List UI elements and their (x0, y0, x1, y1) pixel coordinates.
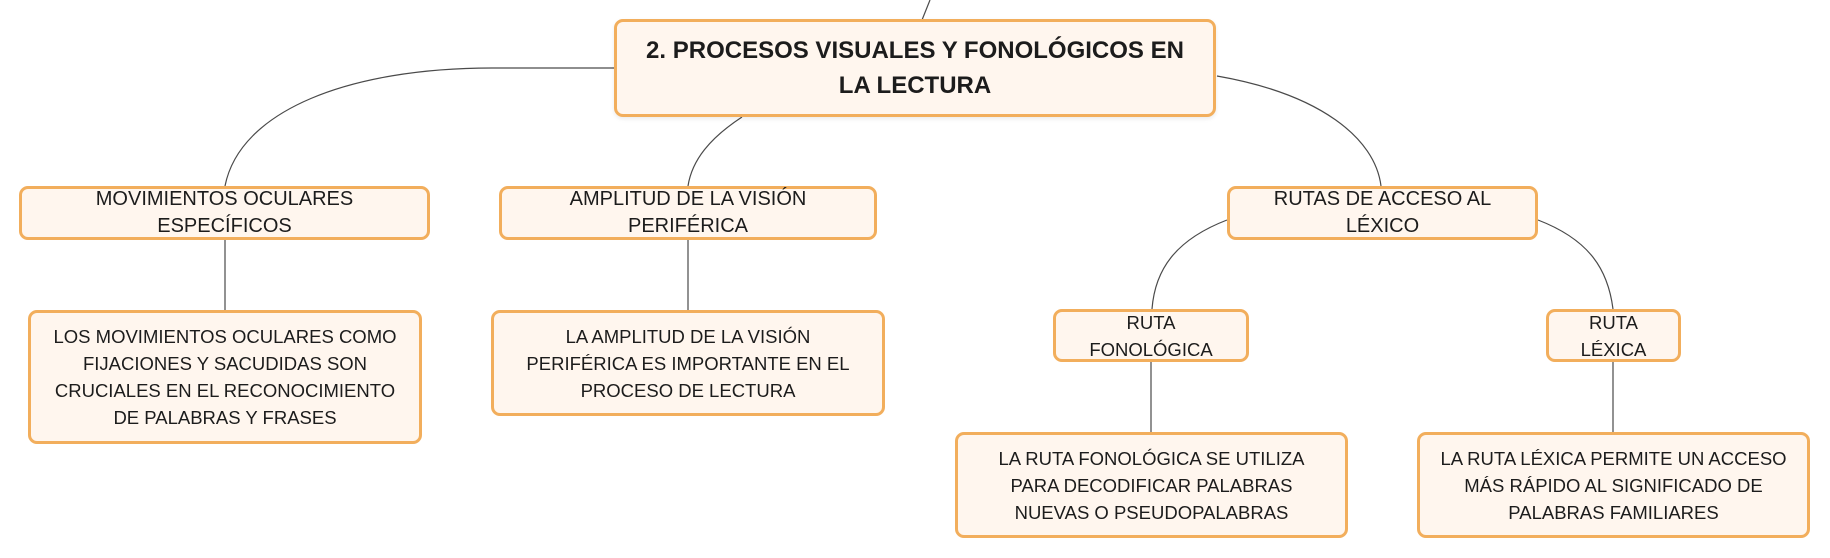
detail-node-ruta-lexica[interactable]: LA RUTA LÉXICA PERMITE UN ACCESO MÁS RÁP… (1417, 432, 1810, 538)
detail-text-amplitud: LA AMPLITUD DE LA VISIÓN PERIFÉRICA ES I… (526, 325, 850, 401)
topic-node-ruta-fonologica[interactable]: RUTA FONOLÓGICA (1053, 309, 1249, 362)
topic-label-ruta-fonologica: RUTA FONOLÓGICA (1089, 311, 1213, 360)
connector-parent-to-root (921, 0, 931, 21)
topic-node-rutas[interactable]: RUTAS DE ACCESO AL LÉXICO (1227, 186, 1538, 240)
topic-node-movimientos[interactable]: MOVIMIENTOS OCULARES ESPECÍFICOS (19, 186, 430, 240)
detail-text-ruta-fonologica: LA RUTA FONOLÓGICA SE UTILIZA PARA DECOD… (998, 447, 1305, 523)
topic-node-ruta-lexica[interactable]: RUTA LÉXICA (1546, 309, 1681, 362)
connector-root-to-movimientos (224, 67, 614, 187)
detail-text-movimientos: LOS MOVIMIENTOS OCULARES COMO FIJACIONES… (53, 326, 397, 428)
connector-rutas-to-lexica (1537, 219, 1614, 310)
root-topic-label: 2. PROCESOS VISUALES Y FONOLÓGICOS EN LA… (646, 37, 1184, 99)
detail-node-movimientos[interactable]: LOS MOVIMIENTOS OCULARES COMO FIJACIONES… (28, 310, 422, 444)
topic-label-rutas: RUTAS DE ACCESO AL LÉXICO (1273, 188, 1492, 237)
connector-root-to-amplitud (687, 116, 743, 187)
topic-node-amplitud[interactable]: AMPLITUD DE LA VISIÓN PERIFÉRICA (499, 186, 877, 240)
connector-root-to-rutas (1216, 75, 1382, 187)
topic-label-amplitud: AMPLITUD DE LA VISIÓN PERIFÉRICA (569, 188, 807, 237)
detail-node-ruta-fonologica[interactable]: LA RUTA FONOLÓGICA SE UTILIZA PARA DECOD… (955, 432, 1348, 538)
detail-node-amplitud[interactable]: LA AMPLITUD DE LA VISIÓN PERIFÉRICA ES I… (491, 310, 885, 416)
topic-label-ruta-lexica: RUTA LÉXICA (1580, 311, 1647, 360)
root-topic-node[interactable]: 2. PROCESOS VISUALES Y FONOLÓGICOS EN LA… (614, 19, 1216, 117)
connector-rutas-to-fonologica (1151, 219, 1228, 310)
detail-text-ruta-lexica: LA RUTA LÉXICA PERMITE UN ACCESO MÁS RÁP… (1440, 447, 1787, 523)
topic-label-movimientos: MOVIMIENTOS OCULARES ESPECÍFICOS (95, 188, 354, 237)
